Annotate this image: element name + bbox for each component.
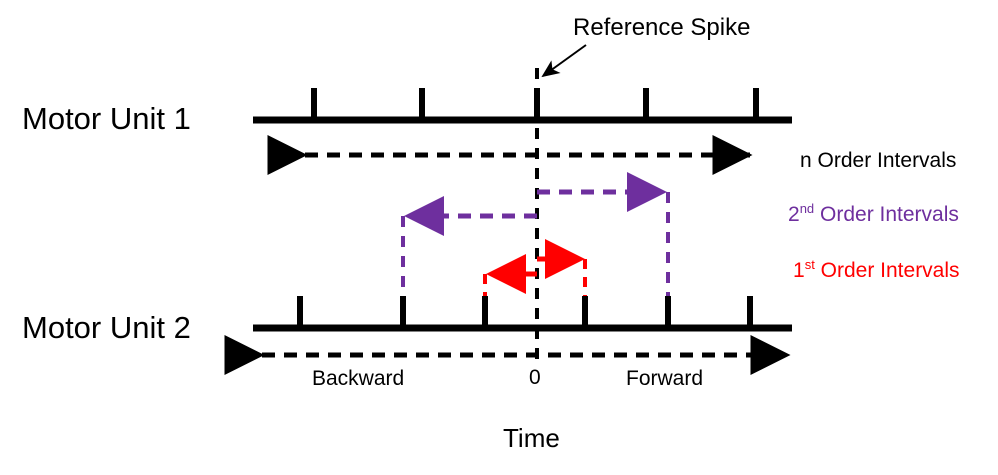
legend-n-order-label: n Order Intervals — [800, 150, 956, 171]
legend-second-order-superscript: nd — [799, 201, 815, 216]
forward-direction-label: Forward — [626, 367, 704, 390]
first-order-forward-bracket — [537, 239, 587, 303]
legend-n-order-rest: Order Intervals — [811, 149, 957, 172]
legend-n-order-base: n — [800, 149, 812, 172]
legend-second-order-rest: Order Intervals — [814, 203, 959, 226]
motor-unit-2-train — [253, 296, 792, 332]
legend-first-order-superscript: st — [804, 257, 815, 272]
motor-unit-1-train — [253, 88, 792, 124]
legend-second-order-label: 2nd Order Intervals — [788, 202, 959, 225]
time-axis-label: Time — [503, 423, 560, 453]
legend-first-order-label: 1st Order Intervals — [793, 258, 960, 281]
motor-unit-2-label: Motor Unit 2 — [22, 310, 191, 345]
zero-tick-label: 0 — [529, 366, 541, 389]
second-order-forward-bracket — [537, 172, 670, 301]
legend-first-order-base: 1 — [793, 259, 805, 282]
reference-spike-pointer-arrow — [541, 44, 587, 78]
reference-spike-label: Reference Spike — [573, 14, 751, 41]
legend-second-order-base: 2 — [788, 203, 800, 226]
first-order-backward-bracket — [483, 254, 537, 303]
second-order-backward-bracket — [401, 196, 537, 301]
backward-direction-label: Backward — [312, 367, 405, 390]
legend-first-order-rest: Order Intervals — [814, 259, 960, 282]
motor-unit-1-label: Motor Unit 1 — [22, 101, 191, 136]
